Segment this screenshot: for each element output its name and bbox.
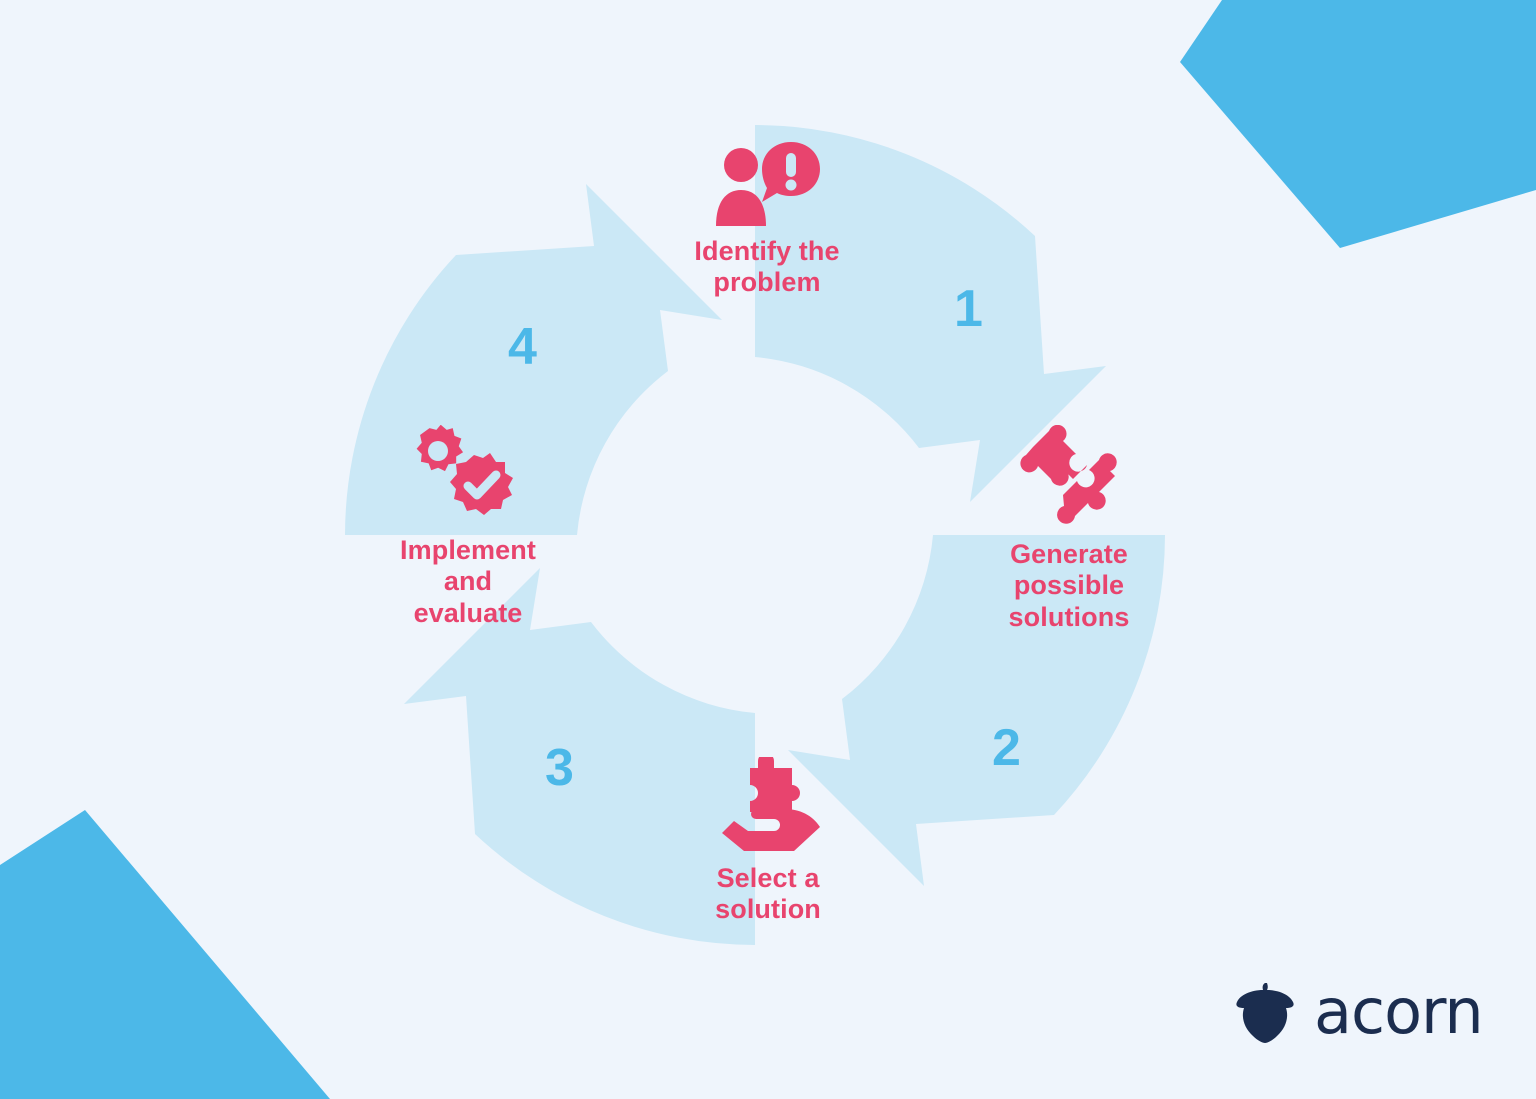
- gears-checkmark-icon: [416, 425, 513, 515]
- step-2-label: Generate possible solutions: [1008, 539, 1130, 632]
- top-right-corner-shape: [1180, 0, 1536, 248]
- step-4-label: Implement and evaluate: [400, 535, 536, 628]
- step-4[interactable]: Implement and evaluate: [370, 425, 566, 629]
- cycle-segment-3[interactable]: [404, 568, 755, 945]
- step-1-number: 1: [954, 280, 983, 338]
- step-1[interactable]: Identify the problem: [642, 140, 892, 299]
- cycle-segment-1[interactable]: [755, 125, 1106, 502]
- step-3-number: 3: [545, 739, 574, 797]
- step-2[interactable]: Generate possible solutions: [958, 425, 1180, 633]
- step-2-number: 2: [992, 719, 1021, 777]
- person-speech-bubble-alert-icon: [716, 142, 820, 226]
- acorn-wordmark: acorn: [1314, 975, 1484, 1048]
- acorn-icon: [1236, 983, 1294, 1043]
- two-puzzle-pieces-icon: [1020, 425, 1117, 524]
- cycle-segment-2[interactable]: [788, 535, 1165, 886]
- step-1-label: Identify the problem: [694, 236, 840, 298]
- hand-holding-puzzle-piece-icon: [722, 757, 820, 851]
- step-3[interactable]: Select a solution: [668, 757, 868, 926]
- bottom-left-corner-shape: [0, 810, 330, 1099]
- step-4-number: 4: [508, 318, 537, 376]
- acorn-logo[interactable]: acorn: [1236, 975, 1484, 1048]
- step-3-label: Select a solution: [715, 863, 821, 925]
